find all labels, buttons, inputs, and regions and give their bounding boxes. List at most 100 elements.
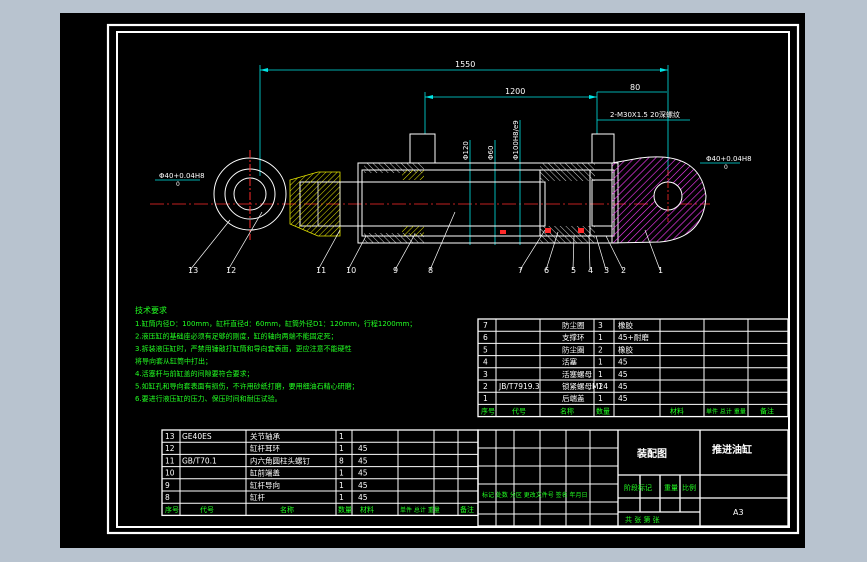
right-row-no: 1 bbox=[483, 394, 488, 403]
right-row-qty: 2 bbox=[598, 345, 603, 354]
rod-eye-weld bbox=[289, 171, 341, 237]
right-row-qty: 1 bbox=[598, 333, 603, 342]
balloon-10: 10 bbox=[346, 266, 356, 275]
right-row-mat: 45 bbox=[618, 394, 628, 403]
left-row-name: 关节轴承 bbox=[250, 431, 280, 441]
right-row-name: 活塞 bbox=[562, 357, 577, 367]
left-row-mat: 45 bbox=[358, 444, 368, 453]
left-header-name: 名称 bbox=[280, 505, 294, 514]
tech-line-4: 将导向套从缸筒中打出； bbox=[135, 357, 212, 366]
tech-line-1: 1.缸筒内径D：100mm，缸杆直径d：60mm，缸筒外径D1：120mm，行程… bbox=[135, 319, 416, 328]
dimension-lines bbox=[155, 65, 740, 245]
left-header-remark: 备注 bbox=[460, 505, 474, 514]
left-header-no: 序号 bbox=[165, 505, 179, 514]
left-row-name: 缸杆导向 bbox=[250, 480, 280, 490]
right-header-name: 名称 bbox=[560, 406, 574, 415]
parts-list-left: 13 GE40ES 关节轴承 1 12 缸杆耳环 1 45 11 GB/T70.1 内六角圆柱头螺钉… bbox=[161, 429, 479, 517]
tech-line-7: 6.要进行液压缸的压力、保压时间和耐压试验。 bbox=[135, 394, 282, 403]
right-header-mat: 材料 bbox=[670, 406, 684, 415]
right-row-mat: 45 bbox=[618, 358, 628, 367]
left-row-mat: 45 bbox=[358, 493, 368, 502]
right-row-no: 7 bbox=[483, 321, 488, 330]
right-row-qty: 1 bbox=[598, 358, 603, 367]
right-row-qty: 1 bbox=[598, 382, 603, 391]
tech-title: 技术要求 bbox=[135, 305, 167, 315]
right-row-mat: 45+耐磨 bbox=[618, 332, 649, 342]
left-row-mat: 45 bbox=[358, 481, 368, 490]
dim-rod-eye: Φ40+0.04H8 bbox=[159, 172, 205, 180]
rod-eye bbox=[213, 150, 287, 240]
right-row-mat: 橡胶 bbox=[618, 320, 633, 330]
balloon-7: 7 bbox=[518, 266, 523, 275]
right-row-qty: 1 bbox=[598, 394, 603, 403]
right-row-mat: 橡胶 bbox=[618, 344, 633, 354]
left-header-weight: 单件 总计 重量 bbox=[400, 506, 440, 514]
balloon-13: 13 bbox=[188, 266, 198, 275]
right-table-frame bbox=[477, 318, 789, 418]
dim-bore-fit: Φ100H8/e9 bbox=[512, 120, 520, 160]
left-row-mat: 45 bbox=[358, 456, 368, 465]
balloon-2: 2 bbox=[621, 266, 626, 275]
left-row-mat: 45 bbox=[358, 469, 368, 478]
right-row-no: 4 bbox=[483, 358, 488, 367]
seal-red-3 bbox=[500, 230, 506, 234]
product-name: 推进油缸 bbox=[712, 443, 752, 456]
right-row-no: 3 bbox=[483, 370, 488, 379]
left-row-name: 内六角圆柱头螺钉 bbox=[250, 455, 310, 465]
left-row-no: 10 bbox=[165, 469, 175, 478]
balloon-6: 6 bbox=[544, 266, 549, 275]
left-row-no: 13 bbox=[165, 432, 175, 441]
right-header-code: 代号 bbox=[512, 406, 526, 415]
revision-labels: 标记 处数 分区 更改文件号 签名 年月日 bbox=[482, 491, 588, 499]
balloon-4: 4 bbox=[588, 266, 593, 275]
left-row-no: 12 bbox=[165, 444, 175, 453]
left-row-code: GE40ES bbox=[182, 432, 212, 441]
technical-requirements: 技术要求 1.缸筒内径D：100mm，缸杆直径d：60mm，缸筒外径D1：120… bbox=[135, 305, 416, 403]
left-header-mat: 材料 bbox=[360, 505, 374, 514]
front-cap-hatch bbox=[364, 163, 424, 173]
balloon-12: 12 bbox=[226, 266, 236, 275]
dim-bore: Φ120 bbox=[462, 141, 470, 160]
left-row-name: 缸前端盖 bbox=[250, 468, 280, 478]
right-row-name: 支撑环 bbox=[562, 332, 585, 342]
right-header-no: 序号 bbox=[481, 406, 495, 415]
dim-stroke: 1200 bbox=[505, 87, 525, 96]
right-row-name: 防尘圈 bbox=[562, 320, 585, 330]
right-header-qty: 数量 bbox=[596, 406, 610, 415]
sheet-label: 共 张 第 张 bbox=[625, 515, 660, 524]
right-row-qty: 3 bbox=[598, 321, 603, 330]
inner-border bbox=[116, 31, 790, 528]
right-row-no: 2 bbox=[483, 382, 488, 391]
dimension-texts: 1550 1200 80 2-M30X1.5 20深螺纹 Φ40+0.04H8 … bbox=[159, 60, 752, 188]
right-row-name: 防尘圈 bbox=[562, 344, 585, 354]
left-row-qty: 1 bbox=[339, 444, 344, 453]
stage-label: 阶段标记 bbox=[624, 483, 652, 492]
left-row-no: 11 bbox=[165, 456, 175, 465]
right-row-qty: 1 bbox=[598, 370, 603, 379]
right-row-mat: 45 bbox=[618, 370, 628, 379]
right-row-code: JB/T7919.3 bbox=[498, 382, 540, 391]
balloon-9: 9 bbox=[393, 266, 398, 275]
left-row-qty: 1 bbox=[339, 481, 344, 490]
seal-red bbox=[545, 228, 551, 233]
seal-hatch bbox=[402, 226, 424, 236]
rod-thread bbox=[317, 181, 341, 227]
tech-line-5: 4.活塞杆与前缸盖的间隙要符合要求； bbox=[135, 369, 254, 378]
left-row-name: 缸杆耳环 bbox=[250, 443, 280, 453]
left-row-name: 缸杆 bbox=[250, 492, 265, 502]
dim-head-eye-tol: 0 bbox=[724, 164, 728, 171]
balloon-3: 3 bbox=[604, 266, 609, 275]
left-row-code: GB/T70.1 bbox=[182, 456, 217, 465]
balloon-11: 11 bbox=[316, 266, 326, 275]
title-block: 装配图 推进油缸 标记 处数 分区 更改文件号 签名 年月日 阶段标记 重量 比… bbox=[477, 429, 789, 527]
right-row-name: 活塞螺母 bbox=[562, 369, 592, 379]
front-cap-hatch-bottom bbox=[364, 233, 424, 243]
seal-red-2 bbox=[578, 228, 584, 233]
balloon-8: 8 bbox=[428, 266, 433, 275]
right-row-name: 锁紧螺母M24 bbox=[562, 381, 608, 391]
dim-port-spec: 2-M30X1.5 20深螺纹 bbox=[610, 110, 680, 119]
